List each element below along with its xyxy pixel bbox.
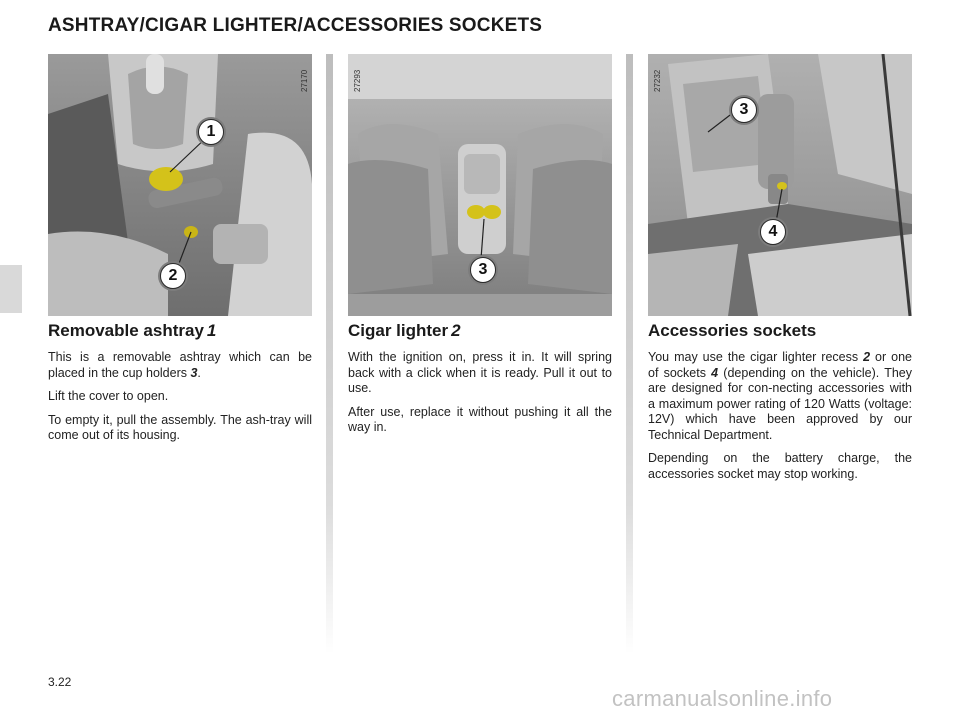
- callout-marker: 3: [470, 257, 496, 283]
- paragraph: This is a removable ashtray which can be…: [48, 350, 312, 381]
- figure-ref-number: 27293: [353, 69, 362, 92]
- watermark: carmanualsonline.info: [612, 686, 833, 711]
- heading-text: Accessories sockets: [648, 321, 817, 340]
- heading-text: Removable ashtray: [48, 321, 204, 340]
- figure-ref-number: 27232: [653, 69, 662, 92]
- section-heading: Accessories sockets: [648, 321, 912, 341]
- paragraph: After use, replace it without pushing it…: [348, 404, 612, 435]
- section-accessories-sockets: Accessories sockets You may use the ciga…: [648, 321, 912, 490]
- text-span: or one of sockets: [648, 350, 912, 380]
- column-divider-2: [626, 54, 633, 654]
- inline-ref-number: 3: [190, 365, 198, 380]
- ashtray-illustration: [48, 54, 312, 316]
- text-span: (depending on the vehicle). They are des…: [648, 365, 912, 442]
- callout-marker: 4: [760, 219, 786, 245]
- heading-ref-number: 2: [451, 321, 461, 340]
- column-divider-1: [326, 54, 333, 654]
- paragraph: You may use the cigar lighter recess 2 o…: [648, 350, 912, 443]
- section-tab: [0, 265, 22, 313]
- page-title: ASHTRAY/CIGAR LIGHTER/ACCESSORIES SOCKET…: [48, 15, 543, 36]
- figure-ashtray: [48, 54, 312, 316]
- accessories-sockets-illustration: [648, 54, 912, 316]
- text-span: .: [197, 365, 201, 380]
- text-span: This is a removable ashtray which can be…: [48, 350, 312, 380]
- callout-marker: 3: [731, 97, 757, 123]
- paragraph: Depending on the battery charge, the acc…: [648, 451, 912, 481]
- inline-ref-number: 2: [863, 350, 871, 364]
- figure-ref-number: 27170: [300, 69, 309, 92]
- inline-ref-number: 4: [711, 365, 719, 380]
- text-span: You may use the cigar lighter recess: [648, 350, 864, 364]
- paragraph: To empty it, pull the assembly. The ash-…: [48, 412, 312, 443]
- paragraph: With the ignition on, press it in. It wi…: [348, 350, 612, 395]
- heading-ref-number: 1: [206, 321, 217, 340]
- figure-accessories-sockets: [648, 54, 912, 316]
- callout-marker: 2: [160, 263, 186, 289]
- page-number: 3.22: [48, 675, 72, 689]
- heading-text: Cigar lighter: [348, 321, 449, 340]
- callout-marker: 1: [198, 119, 224, 145]
- paragraph: Lift the cover to open.: [48, 389, 169, 403]
